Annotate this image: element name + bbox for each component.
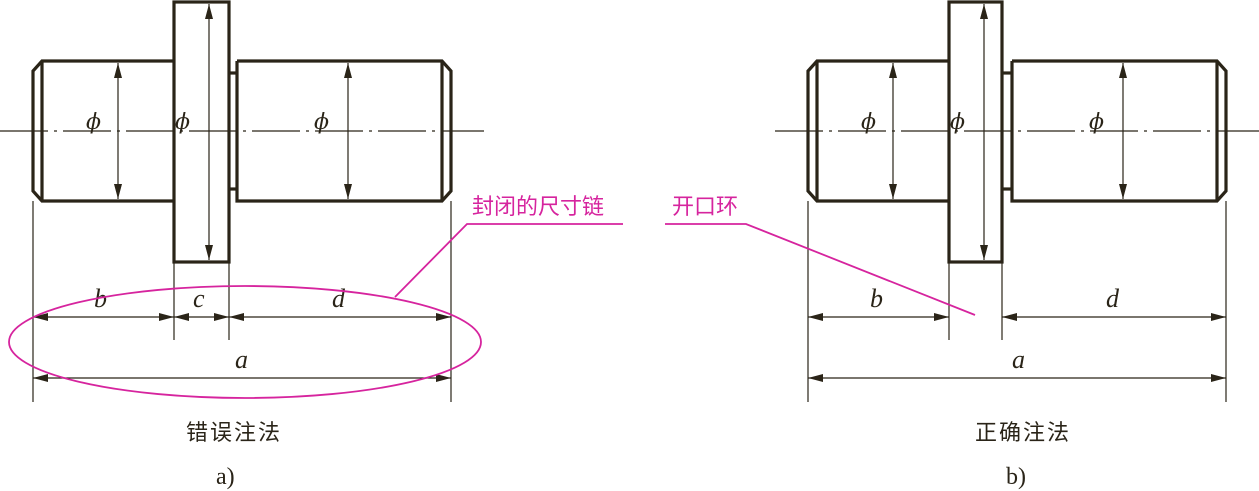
right-sublabel: b) [1006, 464, 1026, 490]
right-shaft-drawing: ϕ ϕ ϕ b d a 开口环 正确注法 b) [665, 0, 1259, 490]
right-phi-1: ϕ [861, 110, 876, 135]
left-phi-2: ϕ [175, 110, 190, 135]
right-dim-d: d [1106, 284, 1120, 313]
right-dim-a: a [1012, 345, 1025, 374]
left-shaft-drawing: ϕ ϕ ϕ b c d a 封闭的尺寸链 错误注法 [0, 0, 623, 490]
left-dim-d: d [332, 284, 346, 313]
right-phi-2: ϕ [950, 110, 965, 135]
right-note: 开口环 [672, 195, 738, 220]
right-collar [947, 0, 1004, 264]
right-dim-b: b [870, 284, 883, 313]
left-cylinder-b [31, 59, 174, 203]
left-dim-a: a [235, 345, 248, 374]
left-note-leader [394, 223, 623, 298]
left-phi-1: ϕ [86, 110, 101, 135]
closed-chain-ellipse [8, 285, 482, 399]
right-cylinder-b [806, 59, 949, 203]
right-note-leader [665, 223, 976, 316]
left-sublabel: a) [216, 464, 235, 490]
left-collar [172, 0, 231, 264]
right-caption: 正确注法 [975, 421, 1071, 446]
left-phi-3: ϕ [314, 110, 329, 135]
left-dim-c: c [193, 284, 205, 313]
right-phi-3: ϕ [1089, 110, 1104, 135]
left-note: 封闭的尺寸链 [472, 195, 604, 220]
left-caption: 错误注法 [186, 421, 282, 446]
